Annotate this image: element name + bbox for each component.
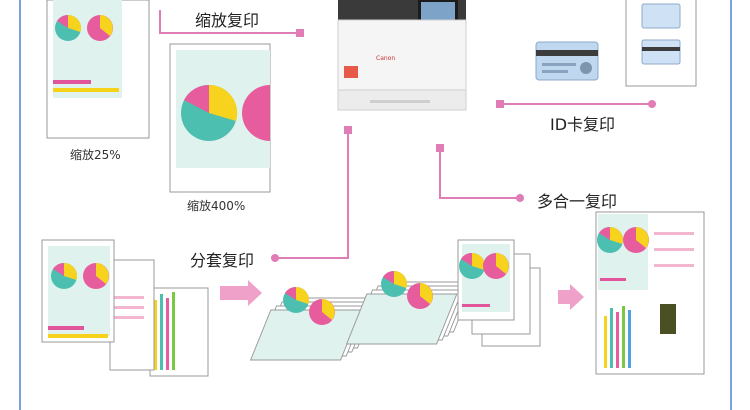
arrow-icon [220,280,262,306]
pie-chart-icon [55,14,82,41]
sort-copy-label: 分套复印 [190,251,255,270]
connector-dots [271,29,656,262]
printer-brand-text: Canon [376,55,395,62]
zoom-25-label: 缩放25% [70,148,121,162]
sort-copy-originals [41,239,209,377]
sorted-stacks [249,270,475,361]
id-copy-label: ID卡复印 [550,115,616,134]
multi-in-one-result [595,211,705,375]
zoom-400-sheet [169,43,271,193]
pie-chart-icon [87,15,113,41]
arrow-icon [558,284,584,310]
multi-copy-label: 多合一复印 [537,192,618,211]
zoom-copy-label: 缩放复印 [195,11,260,30]
zoom-400-label: 缩放400% [187,199,246,213]
connector-lines [159,10,652,259]
zoom-25-sheet [46,0,150,139]
printer-device: Canon [337,0,467,111]
id-card-section [535,0,697,87]
multi-in-one-originals [457,239,541,347]
